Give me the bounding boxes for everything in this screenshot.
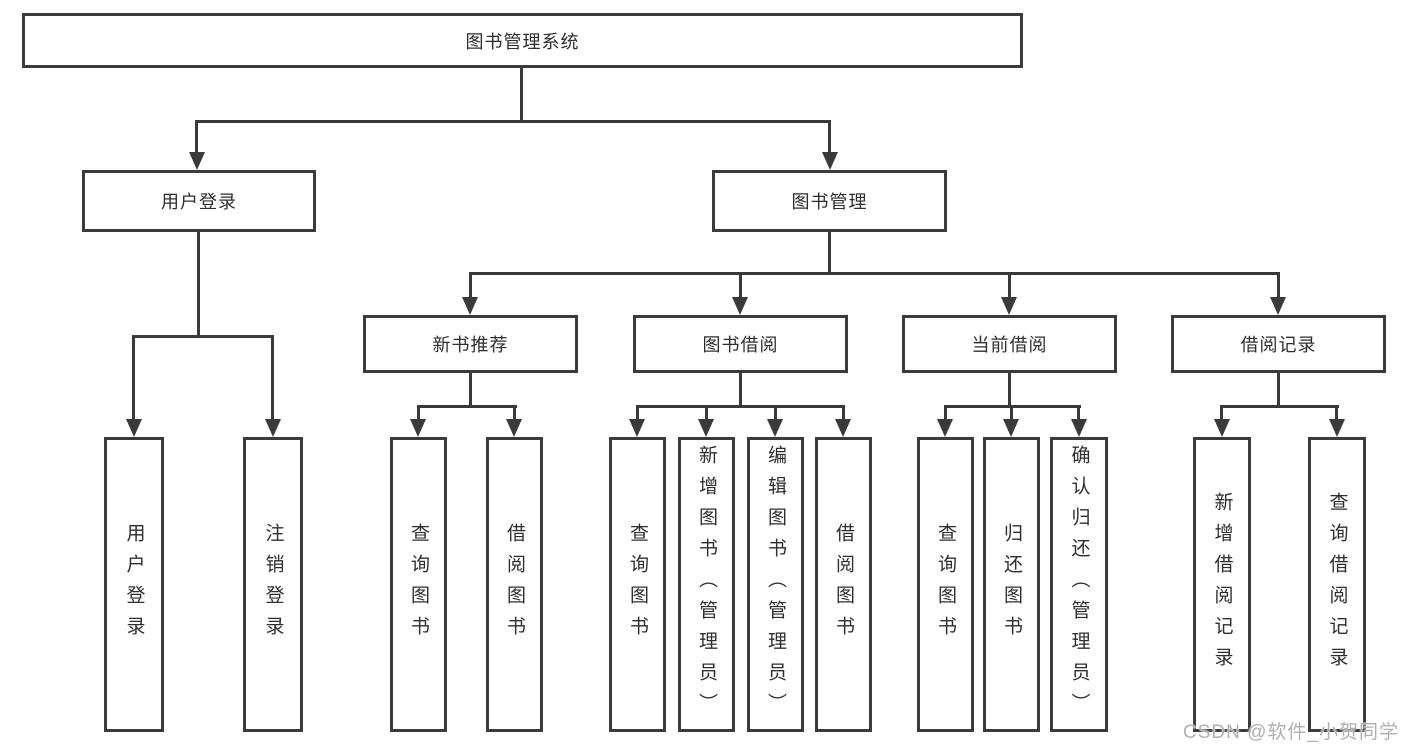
connector-line [132, 335, 135, 419]
node-label: 编辑图书（管理员） [765, 445, 786, 724]
node-book-borrow: 图书借阅 [633, 315, 848, 373]
arrowhead-down-icon [1270, 297, 1286, 315]
connector-line [1010, 405, 1013, 421]
connector-line [197, 232, 200, 335]
node-label: 查询图书 [408, 522, 429, 647]
node-leaf-add-borrow-record: 新增借阅记录 [1193, 437, 1251, 732]
arrowhead-down-icon [1214, 419, 1230, 437]
connector-line [828, 120, 831, 156]
node-leaf-return-books: 归还图书 [983, 437, 1040, 732]
connector-line [469, 373, 472, 407]
arrowhead-down-icon [410, 419, 426, 437]
connector-line [1335, 405, 1338, 421]
connector-line [1008, 373, 1011, 407]
node-borrow-records: 借阅记录 [1171, 315, 1386, 373]
node-label: 图书管理 [791, 192, 868, 212]
connector-line [1077, 405, 1080, 421]
connector-line [636, 405, 639, 421]
node-leaf-query-borrow-record: 查询借阅记录 [1308, 437, 1366, 732]
node-leaf-confirm-return-admin: 确认归还（管理员） [1050, 437, 1108, 732]
node-label: 确认归还（管理员） [1068, 445, 1090, 724]
node-label: 借阅记录 [1240, 335, 1317, 355]
arrowhead-down-icon [1329, 419, 1345, 437]
node-label: 用户登录 [161, 192, 237, 212]
node-leaf-edit-books-admin: 编辑图书（管理员） [747, 437, 804, 732]
connector-line [195, 120, 198, 156]
connector-line [469, 272, 472, 301]
arrowhead-down-icon [835, 419, 851, 437]
node-label: 借阅图书 [504, 522, 525, 647]
node-user-login-branch: 用户登录 [82, 170, 316, 232]
connector-line [132, 335, 274, 338]
connector-line [705, 405, 708, 421]
connector-line [469, 272, 1280, 275]
node-new-book-recommend: 新书推荐 [363, 315, 578, 373]
node-label: 新书推荐 [432, 335, 509, 355]
node-label: 借阅图书 [833, 522, 854, 647]
node-leaf-user-login: 用户登录 [104, 437, 164, 732]
connector-line [774, 405, 777, 421]
arrowhead-down-icon [126, 419, 142, 437]
arrowhead-down-icon [462, 297, 478, 315]
node-label: 注销登录 [262, 522, 284, 647]
node-label: 查询借阅记录 [1326, 491, 1348, 678]
connector-line [739, 373, 742, 407]
node-label: 图书管理系统 [465, 31, 580, 52]
arrowhead-down-icon [1071, 419, 1087, 437]
arrowhead-down-icon [767, 419, 783, 437]
arrowhead-down-icon [698, 419, 714, 437]
connector-line [1220, 405, 1339, 408]
connector-line [513, 405, 516, 421]
node-label: 当前借阅 [971, 335, 1048, 355]
node-leaf-borrow-query-books: 查询图书 [609, 437, 666, 732]
connector-line [944, 405, 947, 421]
connector-line [520, 68, 523, 123]
connector-line [417, 405, 517, 408]
arrowhead-down-icon [1001, 297, 1017, 315]
arrowhead-down-icon [189, 152, 205, 170]
connector-line [271, 335, 274, 419]
connector-line [417, 405, 420, 421]
node-library-management-system: 图书管理系统 [22, 13, 1023, 68]
node-label: 新增图书（管理员） [696, 445, 717, 724]
node-label: 查询图书 [935, 522, 956, 647]
connector-line [1008, 272, 1011, 301]
node-leaf-recommend-query-books: 查询图书 [390, 437, 447, 732]
watermark: CSDN @软件_小贺同学 [1183, 722, 1399, 743]
connector-line [636, 405, 845, 408]
node-leaf-recommend-borrow-books: 借阅图书 [486, 437, 543, 732]
node-label: 图书借阅 [702, 335, 779, 355]
arrowhead-down-icon [732, 297, 748, 315]
node-book-management: 图书管理 [712, 170, 947, 232]
arrowhead-down-icon [629, 419, 645, 437]
connector-line [842, 405, 845, 421]
connector-line [1277, 272, 1280, 301]
connector-line [1220, 405, 1223, 421]
node-current-borrow: 当前借阅 [902, 315, 1117, 373]
arrowhead-down-icon [506, 419, 522, 437]
node-label: 查询图书 [627, 522, 648, 647]
node-leaf-current-query-books: 查询图书 [917, 437, 974, 732]
node-leaf-add-books-admin: 新增图书（管理员） [678, 437, 735, 732]
node-label: 新增借阅记录 [1211, 491, 1233, 678]
node-label: 用户登录 [123, 522, 145, 647]
connector-line [828, 232, 831, 275]
arrowhead-down-icon [937, 419, 953, 437]
arrowhead-down-icon [822, 152, 838, 170]
arrowhead-down-icon [265, 419, 281, 437]
connector-line [195, 120, 831, 123]
arrowhead-down-icon [1003, 419, 1019, 437]
connector-line [1277, 373, 1280, 407]
node-leaf-logout: 注销登录 [243, 437, 303, 732]
node-leaf-borrow-books: 借阅图书 [815, 437, 872, 732]
node-label: 归还图书 [1001, 522, 1022, 647]
connector-line [739, 272, 742, 301]
